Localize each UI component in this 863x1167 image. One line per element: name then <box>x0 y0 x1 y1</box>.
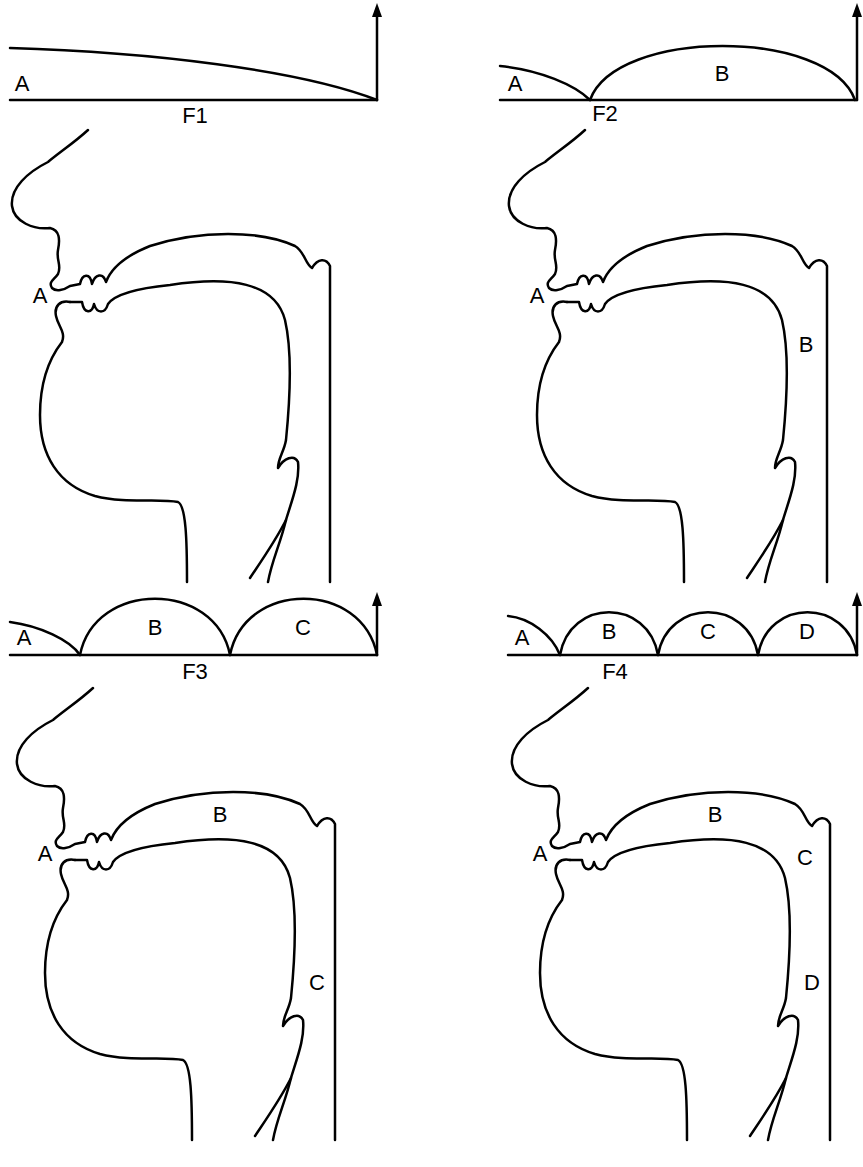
region-letter: A <box>17 627 32 649</box>
region-letter: C <box>797 847 813 869</box>
wave-curve <box>560 612 658 655</box>
formant-label: F1 <box>182 105 208 127</box>
axis-arrow <box>856 14 859 100</box>
vocal-tract-outline <box>12 130 330 582</box>
region-letter: A <box>515 627 530 649</box>
region-letter: B <box>715 63 730 85</box>
region-letter: A <box>38 843 53 865</box>
region-letter: C <box>295 617 311 639</box>
wave-curve <box>10 48 377 100</box>
wave-curve <box>230 599 377 655</box>
region-letter: D <box>799 621 815 643</box>
region-letter: A <box>15 73 30 95</box>
arrow-head <box>852 592 862 606</box>
graph-baseline <box>500 99 857 102</box>
region-letter: A <box>508 73 523 95</box>
arrow-head <box>372 592 382 606</box>
region-letter: B <box>799 334 814 356</box>
vocal-tract-outline <box>509 130 827 582</box>
wave-curve <box>10 622 80 655</box>
wave-curve <box>80 599 230 655</box>
vocal-tract-outline <box>512 688 830 1140</box>
vocal-tract-outline <box>17 688 335 1140</box>
wave-curve <box>508 616 560 655</box>
region-letter: B <box>148 617 163 639</box>
graph-baseline <box>10 654 377 657</box>
region-letter: B <box>213 804 228 826</box>
arrow-head <box>372 3 382 17</box>
region-letter: A <box>530 285 545 307</box>
region-letter: C <box>700 621 716 643</box>
region-letter: B <box>602 621 617 643</box>
region-letter: B <box>708 804 723 826</box>
wave-curve <box>758 612 857 655</box>
graph-baseline <box>10 99 377 102</box>
wave-curve <box>590 46 855 100</box>
formant-label: F4 <box>602 661 628 683</box>
axis-arrow <box>376 14 379 100</box>
formant-label: F2 <box>592 103 618 125</box>
region-letter: D <box>804 972 820 994</box>
formant-label: F3 <box>182 661 208 683</box>
wave-curve <box>500 66 590 100</box>
region-letter: C <box>309 972 325 994</box>
arrow-head <box>852 3 862 17</box>
wave-curve <box>658 612 758 655</box>
region-letter: A <box>533 843 548 865</box>
region-letter: A <box>33 285 48 307</box>
